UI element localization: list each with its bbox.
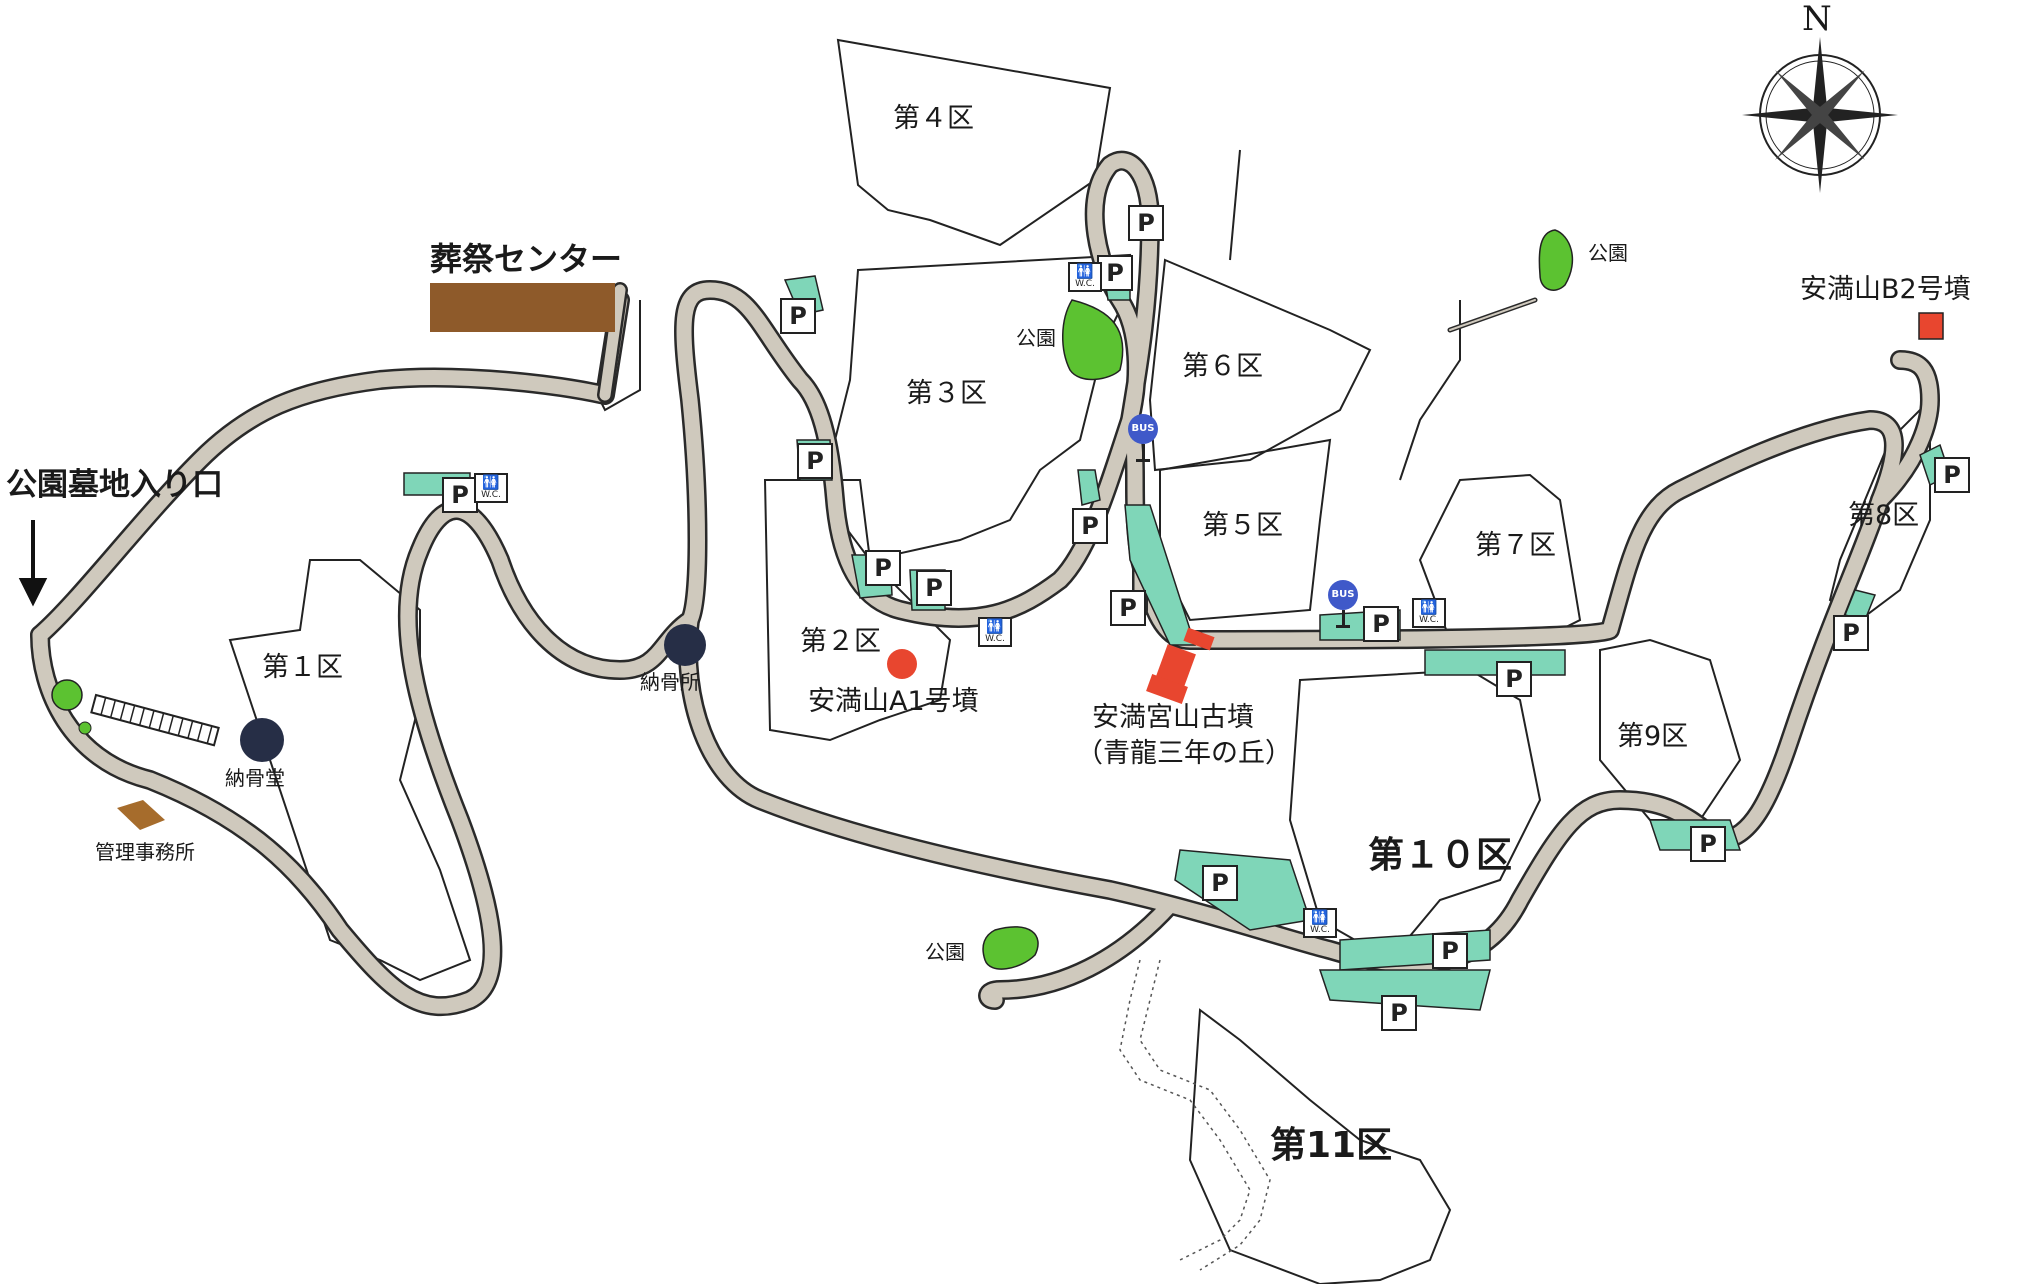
parking-sign: P: [916, 570, 952, 606]
section-9-label: 第9区: [1617, 721, 1689, 752]
parking-sign: P: [1690, 826, 1726, 862]
compass-rose: [1742, 37, 1898, 193]
parking-sign: P: [1496, 661, 1532, 697]
tumulus-b2-marker: [1918, 312, 1944, 340]
tumulus-a1-label: 安満山A1号墳: [808, 686, 979, 717]
park-lower: [982, 926, 1039, 970]
road-network: [30, 150, 1940, 1017]
section-8-label: 第8区: [1848, 500, 1920, 531]
tumulus-main-marker: [1146, 627, 1215, 704]
section-7-label: 第７区: [1475, 530, 1556, 561]
parking-sign: P: [1363, 606, 1399, 642]
tumulus-main-sublabel: （青龍三年の丘）: [1076, 738, 1292, 769]
tumulus-a1-marker: [887, 649, 917, 679]
section-5-label: 第５区: [1202, 510, 1283, 541]
park-label-lower: 公園: [925, 940, 965, 964]
bus-stop-icon: BUS: [1328, 580, 1358, 610]
park-central: [1062, 299, 1124, 381]
parking-sign: P: [865, 550, 901, 586]
parking-sign: P: [1110, 590, 1146, 626]
entrance-roundabout: [51, 679, 83, 711]
section-3-label: 第３区: [906, 378, 987, 409]
funeral-center-building: [430, 283, 615, 332]
entrance-arrow-icon: [18, 520, 48, 607]
office-label: 管理事務所: [95, 840, 195, 864]
restroom-icon: 🚻W.C.: [1303, 908, 1337, 938]
parking-sign: P: [1381, 995, 1417, 1031]
section-2-label: 第２区: [800, 626, 881, 657]
entrance-label: 公園墓地入り口: [6, 467, 223, 503]
park-label-central: 公園: [1016, 326, 1056, 350]
section-10-label: 第１０区: [1368, 835, 1513, 876]
entrance-stairs: [90, 693, 220, 747]
park-label-upper-right: 公園: [1588, 241, 1628, 265]
restroom-icon: 🚻W.C.: [1412, 598, 1446, 628]
parking-sign: P: [1934, 457, 1970, 493]
tumulus-b2-label: 安満山B2号墳: [1800, 274, 1971, 305]
restroom-icon: 🚻W.C.: [978, 617, 1012, 647]
parking-sign: P: [1097, 255, 1133, 291]
restroom-icon: 🚻W.C.: [474, 473, 508, 503]
parking-sign: P: [1432, 933, 1468, 969]
compass-north-label: N: [1802, 0, 1832, 39]
funeral-center-label: 葬祭センター: [430, 240, 623, 278]
section-4-label: 第４区: [893, 103, 974, 134]
parking-sign: P: [780, 298, 816, 334]
parking-sign: P: [797, 443, 833, 479]
parking-sign: P: [1072, 508, 1108, 544]
restroom-icon: 🚻W.C.: [1068, 262, 1102, 292]
nokotsudo-label: 納骨堂: [225, 766, 285, 790]
nokotsudo-marker: [240, 718, 284, 762]
hiking-trail: [1119, 959, 1271, 1271]
parking-sign: P: [1128, 205, 1164, 241]
parking-sign: P: [1833, 615, 1869, 651]
nokotsusho-label: 納骨所: [640, 670, 700, 694]
bus-stop-icon: BUS: [1128, 414, 1158, 444]
parking-sign: P: [442, 477, 478, 513]
park-upper-right: [1538, 229, 1574, 291]
office-building: [117, 800, 165, 830]
section-11-label: 第11区: [1270, 1125, 1393, 1166]
tumulus-main-label: 安満宮山古墳: [1092, 702, 1254, 733]
section-1-label: 第１区: [262, 652, 343, 683]
parking-sign: P: [1202, 865, 1238, 901]
section-boundaries: [228, 38, 1931, 1284]
nokotsusho-marker: [664, 624, 706, 666]
section-6-label: 第６区: [1182, 351, 1263, 382]
